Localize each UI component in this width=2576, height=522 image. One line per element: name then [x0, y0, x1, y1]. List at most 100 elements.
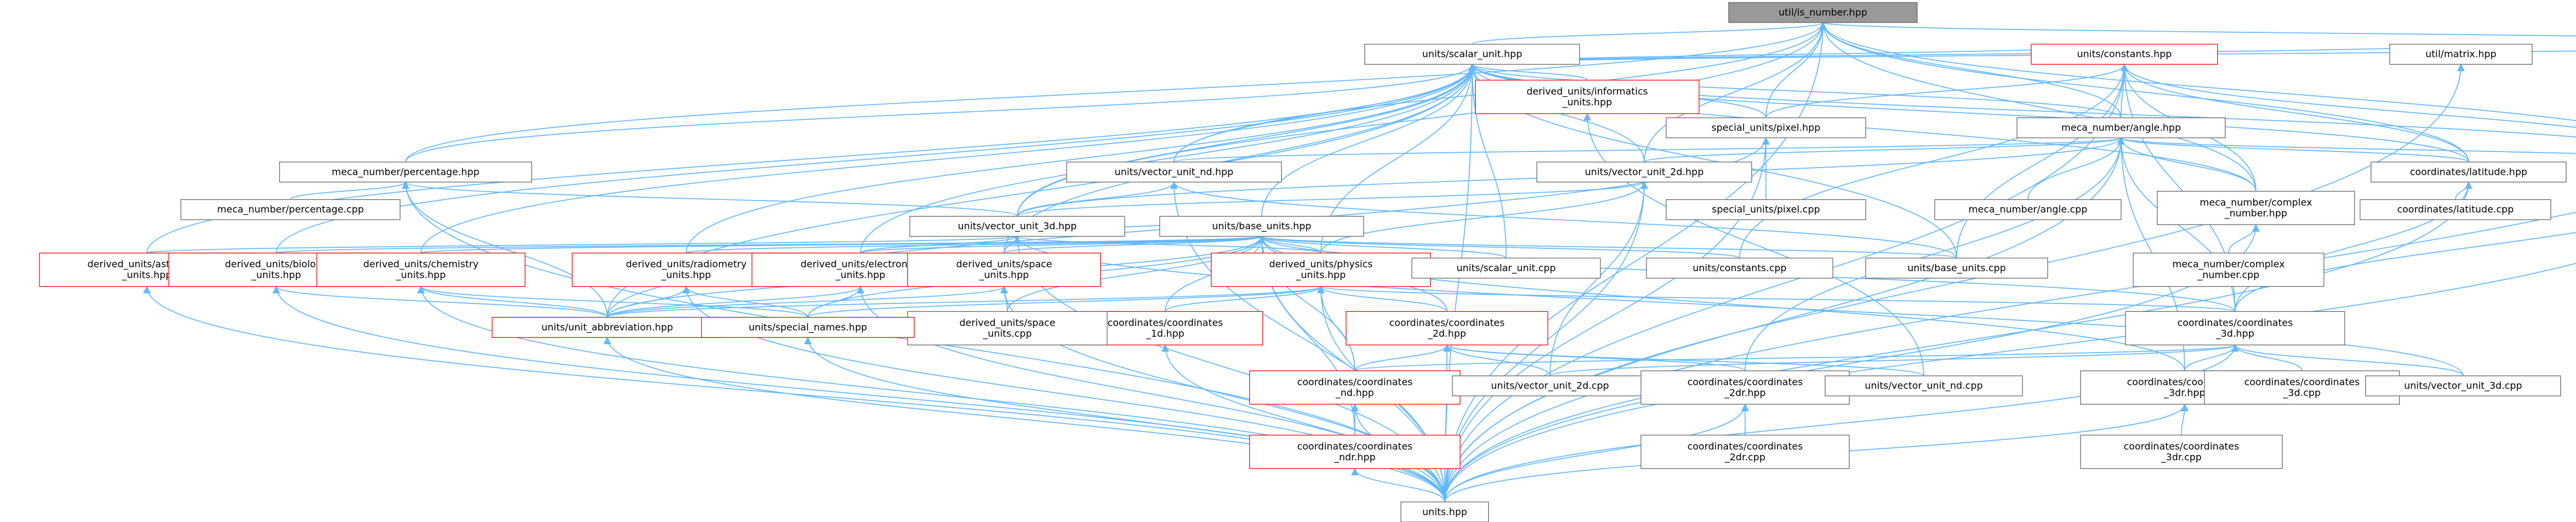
- graph-node-matrix[interactable]: util/matrix.hpp: [2389, 44, 2533, 65]
- graph-node-v3d[interactable]: units/vector_unit_3d.hpp: [909, 216, 1125, 237]
- graph-node-complex[interactable]: meca_number/complex_number.hpp: [2157, 190, 2355, 225]
- node-box: [1475, 80, 1700, 114]
- node-label: units/vector_unit_2d.cpp: [1491, 380, 1609, 392]
- node-label: coordinates/coordinates: [2124, 441, 2239, 452]
- dependency-edge: [1468, 63, 1507, 259]
- node-label: _3d.cpp: [2283, 387, 2321, 399]
- node-label: meca_number/angle.cpp: [1969, 204, 2087, 216]
- graph-node-anglecpp[interactable]: meca_number/angle.cpp: [1934, 199, 2122, 220]
- graph-node-coordndr[interactable]: coordinates/coordinates_ndr.hpp: [1249, 435, 1461, 469]
- dependency-edge: [1443, 344, 1551, 377]
- dependency-edge: [1444, 211, 2576, 502]
- graph-node-coord2dr[interactable]: coordinates/coordinates_2dr.hpp: [1640, 370, 1850, 405]
- graph-node-constants[interactable]: units/constants.hpp: [2030, 44, 2218, 65]
- dependency-edge: [1468, 63, 2122, 119]
- dependency-edge: [1261, 63, 1476, 217]
- graph-node-scalar[interactable]: units/scalar_unit.hpp: [1364, 44, 1580, 65]
- node-box: [1934, 199, 2122, 220]
- node-box: [907, 253, 1101, 287]
- node-box: [1411, 257, 1601, 279]
- graph-node-physics[interactable]: derived_units/physics_units.hpp: [1210, 253, 1431, 287]
- node-box: [1865, 257, 2048, 279]
- graph-node-baseunits[interactable]: units/base_units.hpp: [1159, 216, 1364, 237]
- graph-node-coord3drcpp[interactable]: coordinates/coordinates_3dr.cpp: [2080, 435, 2283, 469]
- graph-node-specialnames[interactable]: units/special_names.hpp: [701, 317, 915, 338]
- graph-node-vnd[interactable]: units/vector_unit_nd.hpp: [1066, 162, 1282, 183]
- node-label: _2d.hpp: [1427, 327, 1466, 339]
- graph-node-chemistry[interactable]: derived_units/chemistry_units.hpp: [316, 253, 526, 287]
- node-label: _number.cpp: [2197, 269, 2259, 281]
- node-label: units/vector_unit_2d.hpp: [1585, 166, 1703, 178]
- node-label: units/vector_unit_3d.hpp: [958, 220, 1076, 232]
- dependency-edge: [682, 286, 809, 318]
- dependency-edge: [1164, 286, 1325, 312]
- node-label: util/is_number.hpp: [1779, 7, 1867, 19]
- graph-node-v2d[interactable]: units/vector_unit_2d.hpp: [1536, 162, 1752, 183]
- dependency-edge: [1643, 22, 1827, 162]
- dependency-edge: [859, 235, 1266, 254]
- graph-node-coord2d[interactable]: coordinates/coordinates_2d.hpp: [1345, 311, 1548, 345]
- dependency-edge: [1170, 181, 1957, 259]
- graph-node-root[interactable]: util/is_number.hpp: [1728, 2, 1918, 23]
- node-label: coordinates/coordinates: [1297, 441, 1413, 452]
- dependency-edge: [1317, 286, 1355, 371]
- node-label: _units.hpp: [1562, 96, 1612, 108]
- node-label: units/constants.cpp: [1693, 262, 1787, 274]
- graph-node-vndcpp[interactable]: units/vector_unit_nd.cpp: [1824, 375, 2023, 396]
- dependency-edge: [603, 336, 1446, 502]
- node-label: util/matrix.hpp: [2426, 48, 2496, 60]
- dependency-edge: [1317, 286, 2236, 312]
- dependency-edge: [1739, 63, 2129, 259]
- node-label: derived_units/chemistry: [363, 259, 479, 271]
- graph-node-v2dcpp[interactable]: units/vector_unit_2d.cpp: [1452, 375, 1648, 396]
- graph-node-units[interactable]: units.hpp: [1400, 501, 1490, 522]
- graph-node-v3dcpp[interactable]: units/vector_unit_3d.cpp: [2365, 375, 2561, 396]
- dependency-edge: [1161, 344, 1446, 502]
- graph-node-scalarcpp[interactable]: units/scalar_unit.cpp: [1411, 257, 1601, 279]
- node-label: _units.hpp: [979, 269, 1029, 281]
- dependency-edge: [1003, 235, 1266, 254]
- node-box: [1666, 117, 1866, 138]
- graph-node-informatics[interactable]: derived_units/informatics_units.hpp: [1475, 80, 1700, 114]
- dependency-edge: [859, 235, 1021, 254]
- dependency-edge: [1443, 344, 1746, 372]
- graph-node-pixelcpp[interactable]: special_units/pixel.cpp: [1666, 199, 1866, 220]
- dependency-edge: [685, 63, 1476, 253]
- graph-node-percentage[interactable]: meca_number/percentage.hpp: [279, 162, 532, 183]
- node-label: units.hpp: [1422, 506, 1467, 517]
- graph-node-baseunitscpp[interactable]: units/base_units.cpp: [1865, 257, 2048, 279]
- graph-node-coordnd[interactable]: coordinates/coordinates_nd.hpp: [1249, 370, 1461, 405]
- node-label: _units.hpp: [1295, 269, 1346, 281]
- graph-node-constantscpp[interactable]: units/constants.cpp: [1646, 257, 1833, 279]
- node-label: _1d.hpp: [1146, 327, 1185, 339]
- dependency-edge: [685, 235, 1266, 254]
- dependency-edge: [273, 286, 608, 318]
- graph-node-latitudecpp[interactable]: coordinates/latitude.cpp: [2359, 199, 2551, 220]
- graph-node-angle[interactable]: meca_number/angle.hpp: [2016, 117, 2226, 138]
- node-label: units/base_units.cpp: [1908, 262, 2006, 274]
- dependency-edge: [1819, 22, 2576, 122]
- graph-node-space[interactable]: derived_units/space_units.hpp: [907, 253, 1101, 287]
- graph-node-coord2drcpp[interactable]: coordinates/coordinates_2dr.cpp: [1640, 435, 1850, 469]
- node-label: coordinates/coordinates: [1687, 441, 1803, 452]
- graph-node-percentagecpp[interactable]: meca_number/percentage.cpp: [180, 199, 401, 220]
- node-box: [2030, 44, 2218, 65]
- dependency-edge: [401, 181, 608, 318]
- dependency-edge: [1354, 344, 1451, 371]
- node-label: coordinates/coordinates: [2177, 317, 2293, 328]
- graph-node-latitude[interactable]: coordinates/latitude.hpp: [2371, 162, 2567, 183]
- dependency-edge: [1013, 235, 2464, 376]
- graph-node-complexcpp[interactable]: meca_number/complex_number.cpp: [2132, 253, 2324, 287]
- dependency-edge: [1258, 235, 1740, 259]
- dependency-edge: [1956, 63, 2129, 259]
- dependency-edge: [417, 286, 809, 318]
- graph-node-spacecpp[interactable]: derived_units/space_units.cpp: [907, 311, 1108, 345]
- graph-node-abbrev[interactable]: units/unit_abbreviation.hpp: [492, 317, 723, 338]
- node-label: _ndr.hpp: [1334, 451, 1376, 463]
- dependency-edge: [146, 235, 1021, 254]
- node-label: units/constants.hpp: [2077, 48, 2172, 60]
- graph-node-pixel[interactable]: special_units/pixel.hpp: [1666, 117, 1866, 138]
- node-label: derived_units/physics: [1269, 259, 1373, 271]
- graph-node-coord3d[interactable]: coordinates/coordinates_3d.hpp: [2125, 311, 2345, 345]
